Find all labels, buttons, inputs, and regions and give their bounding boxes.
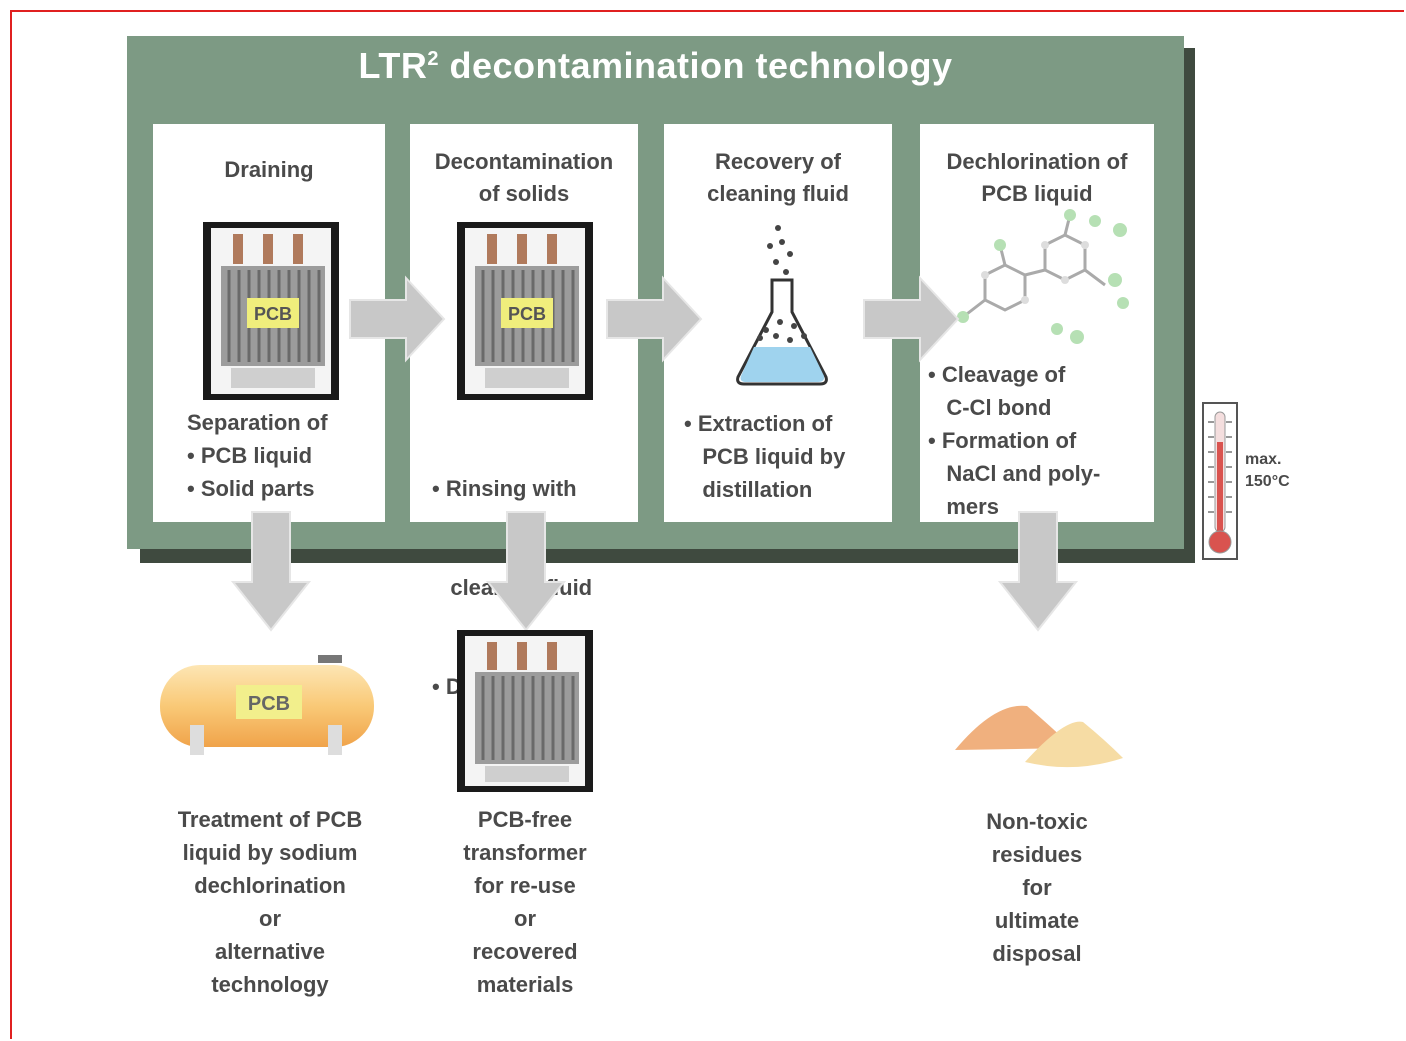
out-line: recovered bbox=[472, 939, 578, 964]
title-main: LTR bbox=[358, 45, 428, 86]
out-line: Treatment of PCB bbox=[177, 807, 363, 832]
desc-line: • Formation of bbox=[928, 428, 1077, 453]
title-rest: decontamination technology bbox=[438, 45, 953, 86]
desc-line: Separation of bbox=[187, 410, 328, 435]
step-description-draining: Separation of • PCB liquid • Solid parts bbox=[187, 406, 328, 505]
output-text-treatment: Treatment of PCB liquid by sodium dechlo… bbox=[150, 803, 390, 1001]
out-line: PCB-free bbox=[477, 807, 573, 832]
out-line: Non-toxic bbox=[986, 809, 1088, 834]
step-title: Draining bbox=[224, 157, 314, 182]
step-description-recovery: • Extraction of PCB liquid by distillati… bbox=[684, 407, 845, 506]
thermometer-label: max. 150°C bbox=[1245, 449, 1290, 493]
thermometer-line: 150°C bbox=[1245, 473, 1290, 490]
frame-border bbox=[10, 10, 1404, 1039]
step-card-decontamination: Decontamination of solids bbox=[410, 124, 638, 522]
out-line: disposal bbox=[992, 941, 1082, 966]
arrow-down-icon bbox=[485, 511, 567, 632]
out-line: materials bbox=[476, 972, 574, 997]
desc-line: • Cleavage of bbox=[928, 362, 1066, 387]
out-line: or bbox=[259, 906, 281, 931]
desc-line: C-Cl bond bbox=[928, 395, 1052, 420]
desc-line: distillation bbox=[684, 477, 813, 502]
pcb-free-transformer-icon bbox=[457, 630, 593, 792]
out-line: technology bbox=[211, 972, 329, 997]
out-line: transformer bbox=[463, 840, 587, 865]
residue-piles-icon bbox=[955, 705, 1123, 768]
step-description-dechlorination: • Cleavage of C-Cl bond • Formation of N… bbox=[928, 358, 1100, 523]
title-superscript: 2 bbox=[427, 48, 439, 70]
pcb-tank-icon: PCB bbox=[160, 655, 374, 755]
step-title: Dechlorination of PCB liquid bbox=[946, 149, 1128, 206]
out-line: for bbox=[1022, 875, 1052, 900]
arrow-right-icon bbox=[606, 275, 703, 363]
arrow-right-icon bbox=[863, 275, 960, 363]
transformer-label: PCB bbox=[254, 304, 292, 324]
out-line: liquid by sodium bbox=[182, 840, 358, 865]
desc-line: • Extraction of bbox=[684, 411, 833, 436]
out-line: for re-use bbox=[474, 873, 576, 898]
output-text-pcb-free: PCB-free transformer for re-use or recov… bbox=[425, 803, 625, 1001]
transformer-icon: PCB bbox=[457, 222, 593, 400]
step-title: Recovery of cleaning fluid bbox=[707, 149, 849, 206]
arrow-down-icon bbox=[230, 511, 312, 632]
desc-line: • Rinsing with bbox=[432, 476, 577, 501]
desc-line: • Solid parts bbox=[187, 476, 315, 501]
step-title: Decontamination of solids bbox=[434, 149, 614, 206]
step-card-dechlorination: Dechlorination of PCB liquid bbox=[920, 124, 1154, 522]
out-line: residues bbox=[991, 842, 1083, 867]
thermometer-icon bbox=[1202, 402, 1238, 560]
arrow-right-icon bbox=[349, 275, 446, 363]
desc-line: PCB liquid by bbox=[684, 444, 846, 469]
desc-line: mers bbox=[928, 494, 999, 519]
desc-line: NaCl and poly- bbox=[928, 461, 1101, 486]
out-line: or bbox=[514, 906, 536, 931]
arrow-down-icon bbox=[997, 511, 1079, 632]
flask-icon bbox=[736, 225, 828, 386]
molecule-icon bbox=[957, 209, 1129, 344]
out-line: dechlorination bbox=[194, 873, 346, 898]
transformer-label: PCB bbox=[508, 304, 546, 324]
thermometer-line: max. bbox=[1245, 451, 1282, 468]
diagram-title: LTR2 decontamination technology bbox=[127, 45, 1184, 87]
out-line: ultimate bbox=[994, 908, 1080, 933]
transformer-icon: PCB bbox=[203, 222, 339, 400]
output-text-residues: Non-toxic residues for ultimate disposal bbox=[937, 805, 1137, 970]
out-line: alternative bbox=[214, 939, 326, 964]
tank-label: PCB bbox=[248, 693, 290, 715]
desc-line: • PCB liquid bbox=[187, 443, 313, 468]
